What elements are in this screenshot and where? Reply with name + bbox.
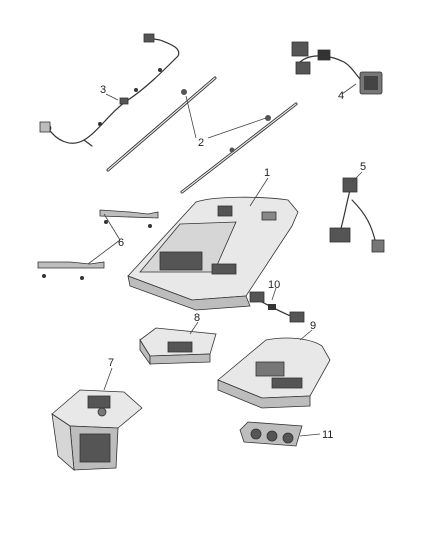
callout-6[interactable]: 6 — [118, 237, 124, 249]
callout-labels: 1 2 3 4 5 6 7 8 9 10 11 — [100, 84, 366, 441]
part-5-connector-harness[interactable] — [329, 177, 385, 253]
leader-lines — [87, 83, 363, 437]
part-6-mounting-brackets[interactable] — [37, 209, 159, 280]
callout-2[interactable]: 2 — [198, 137, 204, 149]
part-10-small-harness[interactable] — [249, 291, 305, 323]
callout-9[interactable]: 9 — [310, 320, 316, 332]
part-8-module[interactable] — [139, 327, 217, 366]
part-11-control-panel[interactable] — [239, 421, 303, 447]
part-1-overhead-console-base[interactable] — [127, 196, 299, 311]
part-4-connector-harness[interactable] — [291, 41, 383, 95]
callout-5[interactable]: 5 — [360, 161, 366, 173]
part-7-flip-down-screen[interactable] — [51, 389, 143, 471]
callout-10[interactable]: 10 — [268, 279, 280, 291]
part-3-wiring-harness[interactable] — [39, 33, 180, 147]
callout-4[interactable]: 4 — [338, 90, 344, 102]
callout-7[interactable]: 7 — [108, 357, 114, 369]
callout-3[interactable]: 3 — [100, 84, 106, 96]
part-9-console-housing[interactable] — [217, 337, 331, 409]
callout-1[interactable]: 1 — [264, 167, 270, 179]
callout-11[interactable]: 11 — [322, 429, 333, 441]
callout-8[interactable]: 8 — [194, 312, 200, 324]
part-2-trim-rods[interactable] — [106, 76, 298, 194]
